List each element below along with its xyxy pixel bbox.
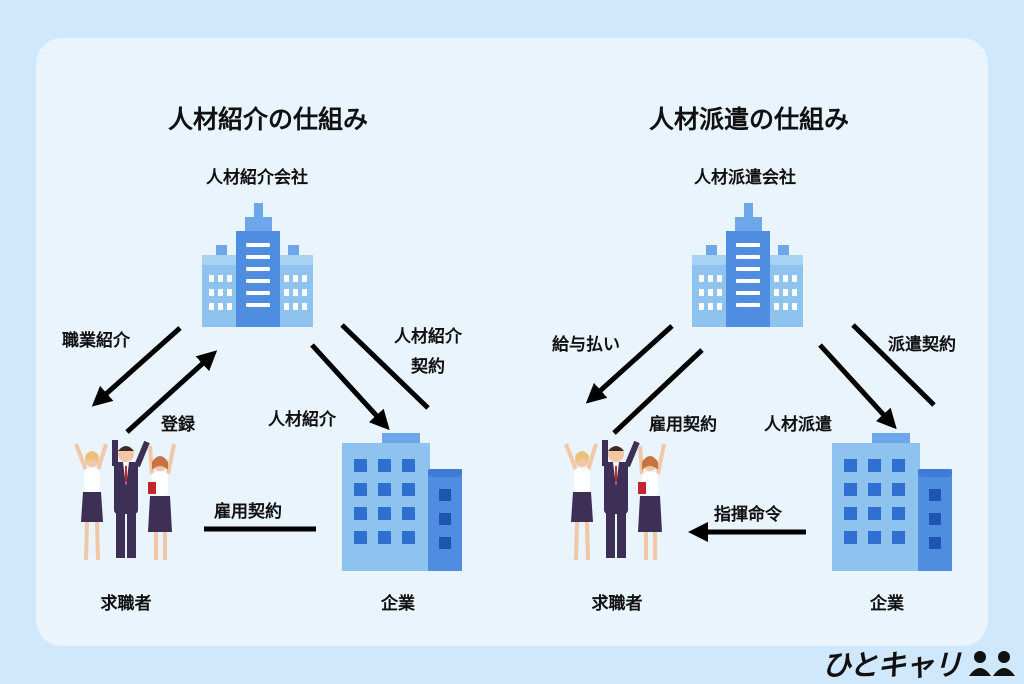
right-contract-label: 派遣契約	[888, 335, 956, 355]
left-company-label: 企業	[381, 594, 415, 614]
brand-logo: ひとキャリ	[822, 640, 1020, 682]
left-contract-label-line1: 人材紹介	[394, 327, 462, 347]
right-agency-label: 人材派遣会社	[694, 168, 796, 188]
left-title: 人材紹介の仕組み	[167, 105, 369, 134]
arrow-agency-to-jobseekers	[91, 326, 182, 407]
left-jobseekers-label: 求職者	[100, 594, 152, 614]
right-arrow-label-dispatch: 人材派遣	[764, 415, 832, 435]
brand-logo-text: ひとキャリ	[822, 648, 962, 682]
left-employment-label: 雇用契約	[214, 502, 282, 522]
arrow-jobseekers-to-agency	[125, 350, 218, 434]
left-arrow-label-placement: 人材紹介	[268, 410, 336, 430]
people-icon	[969, 651, 1015, 676]
left-contract-label-line2: 契約	[411, 357, 445, 377]
arrow-agency-to-company	[310, 343, 390, 431]
left-contract-label: 人材紹介 契約	[380, 322, 476, 382]
right-arrow-label-salary: 給与払い	[552, 335, 620, 355]
right-command-label: 指揮命令	[714, 505, 782, 525]
right-company-label: 企業	[870, 594, 904, 614]
line-agency-company-contract	[340, 323, 430, 410]
right-jobseekers-label: 求職者	[591, 594, 643, 614]
right-employment-label: 雇用契約	[649, 415, 717, 435]
arrow-dispatch-to-company	[818, 343, 897, 430]
right-title: 人材派遣の仕組み	[648, 105, 850, 134]
line-dispatch-contract	[851, 323, 936, 407]
left-arrow-label-referral: 職業紹介	[62, 331, 130, 351]
line-dispatch-employment	[612, 348, 704, 435]
left-arrow-label-register: 登録	[161, 415, 195, 435]
left-agency-label: 人材紹介会社	[206, 168, 308, 188]
diagram-card	[36, 38, 988, 646]
arrow-dispatch-salary	[585, 324, 674, 404]
